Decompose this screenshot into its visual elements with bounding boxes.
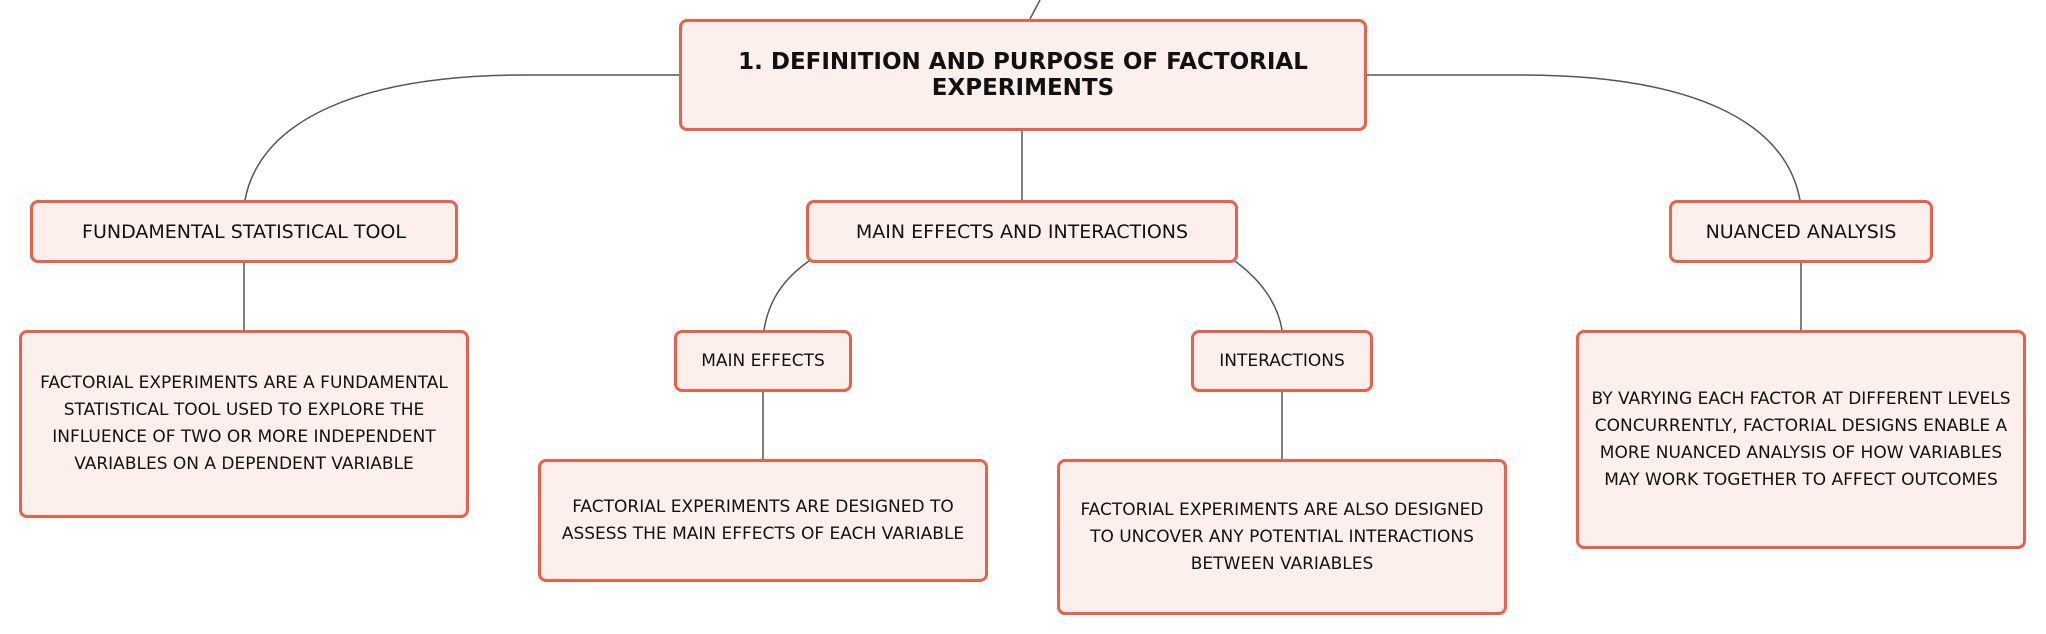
node-nuanced-analysis-detail[interactable]: BY VARYING EACH FACTOR AT DIFFERENT LEVE… bbox=[1576, 330, 2026, 549]
node-main-effects-detail[interactable]: FACTORIAL EXPERIMENTS ARE DESIGNED TO AS… bbox=[538, 459, 988, 582]
node-label: INTERACTIONS bbox=[1219, 351, 1345, 371]
node-main-effects-and-interactions[interactable]: MAIN EFFECTS AND INTERACTIONS bbox=[806, 200, 1238, 263]
node-interactions[interactable]: INTERACTIONS bbox=[1191, 330, 1373, 392]
node-label: MAIN EFFECTS AND INTERACTIONS bbox=[855, 220, 1189, 243]
node-detail-text: FACTORIAL EXPERIMENTS ARE A FUNDAMENTAL … bbox=[40, 373, 448, 474]
connector-to-main-effects bbox=[763, 258, 813, 331]
node-label: MAIN EFFECTS bbox=[701, 351, 825, 371]
node-interactions-detail[interactable]: FACTORIAL EXPERIMENTS ARE ALSO DESIGNED … bbox=[1057, 459, 1507, 615]
node-main-effects[interactable]: MAIN EFFECTS bbox=[674, 330, 852, 392]
node-detail-text: BY VARYING EACH FACTOR AT DIFFERENT LEVE… bbox=[1591, 388, 2011, 490]
root-node-label: 1. DEFINITION AND PURPOSE OF FACTORIAL E… bbox=[738, 49, 1308, 101]
node-fundamental-statistical-tool[interactable]: FUNDAMENTAL STATISTICAL TOOL bbox=[30, 200, 458, 263]
node-label: FUNDAMENTAL STATISTICAL TOOL bbox=[82, 220, 406, 243]
node-detail-text: FACTORIAL EXPERIMENTS ARE DESIGNED TO AS… bbox=[561, 496, 965, 544]
node-nuanced-analysis[interactable]: NUANCED ANALYSIS bbox=[1669, 200, 1933, 263]
connector-root-to-fundamental bbox=[244, 74, 679, 201]
root-node[interactable]: 1. DEFINITION AND PURPOSE OF FACTORIAL E… bbox=[679, 19, 1367, 131]
node-fundamental-detail[interactable]: FACTORIAL EXPERIMENTS ARE A FUNDAMENTAL … bbox=[19, 330, 469, 518]
connector-root-to-nuanced-analysis bbox=[1367, 74, 1801, 201]
connector-to-interactions bbox=[1231, 258, 1283, 331]
node-detail-text: FACTORIAL EXPERIMENTS ARE ALSO DESIGNED … bbox=[1080, 499, 1484, 574]
node-label: NUANCED ANALYSIS bbox=[1705, 220, 1897, 243]
connector-parent-to-root bbox=[1029, 0, 1041, 20]
